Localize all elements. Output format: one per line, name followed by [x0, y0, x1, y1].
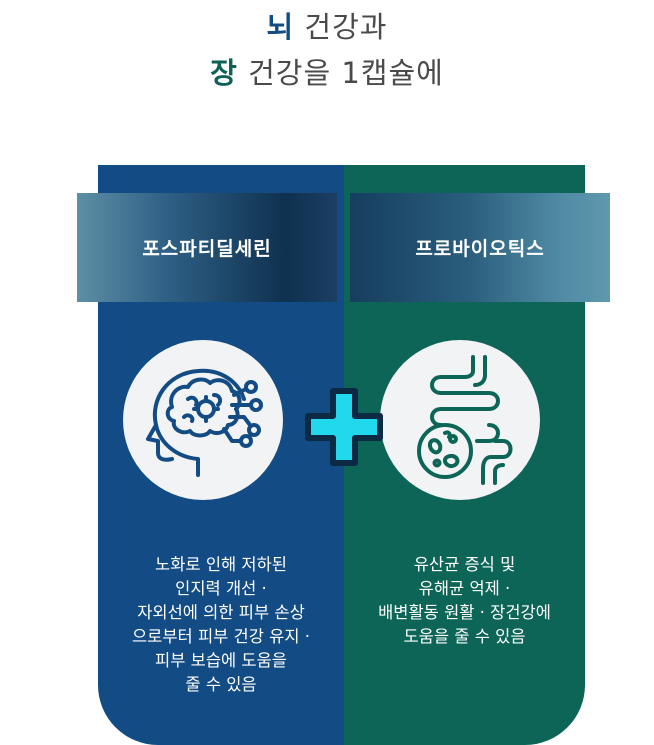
- description-line: 노화로 인해 저하된: [155, 555, 287, 574]
- headline-line-2: 장 건강을 1캡슐에: [0, 50, 654, 92]
- title-phosphatidylserine: 포스파티딜세린: [142, 238, 272, 260]
- headline-line-1: 뇌 건강과: [0, 4, 654, 46]
- description-line: 피부 보습에 도움을: [155, 651, 287, 670]
- title-band-left: 포스파티딜세린: [77, 193, 337, 302]
- description-line: 도움을 줄 수 있음: [403, 627, 526, 646]
- description-line: 배변활동 원활 · 장건강에: [378, 603, 551, 622]
- title-band-right: 프로바이오틱스: [350, 193, 610, 302]
- headline-highlight-brain: 뇌: [266, 10, 295, 44]
- plus-icon: [305, 388, 383, 466]
- description-line: 유산균 증식 및: [413, 555, 516, 574]
- title-probiotics: 프로바이오틱스: [415, 238, 545, 260]
- brain-head-icon: [146, 368, 263, 477]
- description-line: 줄 수 있음: [185, 675, 257, 694]
- headline-text-1: 건강과: [294, 10, 388, 44]
- description-phosphatidylserine: 노화로 인해 저하된 인지력 개선 · 자외선에 의한 피부 손상 으로부터 피…: [98, 553, 344, 697]
- headline-text-2: 건강을 1캡슐에: [237, 56, 444, 90]
- headline-highlight-gut: 장: [210, 56, 238, 90]
- brain-circle: [123, 340, 283, 500]
- description-line: 으로부터 피부 건강 유지 ·: [131, 627, 311, 646]
- intestine-bacteria-icon: [417, 355, 513, 485]
- description-line: 유해균 억제 ·: [418, 579, 511, 598]
- description-line: 자외선에 의한 피부 손상: [137, 603, 305, 622]
- description-probiotics: 유산균 증식 및 유해균 억제 · 배변활동 원활 · 장건강에 도움을 줄 수…: [344, 553, 585, 649]
- description-line: 인지력 개선 ·: [175, 579, 267, 598]
- gut-circle: [380, 340, 540, 500]
